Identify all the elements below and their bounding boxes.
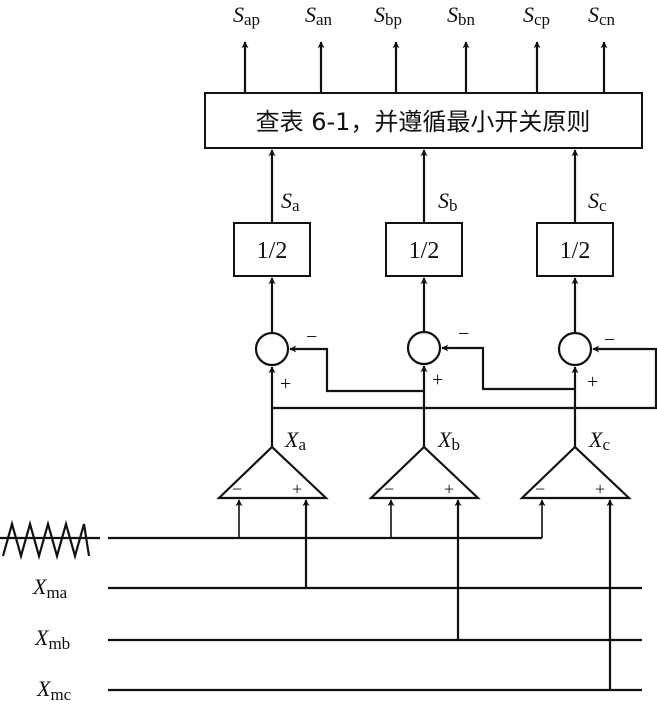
phase-b-chain: Sb 1/2 + − xyxy=(385,149,469,447)
xb-label: Xb xyxy=(437,427,460,454)
comparator-a: Xa − + xyxy=(216,427,329,500)
summer-b-plus: + xyxy=(432,369,443,391)
summer-c-minus: − xyxy=(604,329,615,351)
feedback-b-to-a xyxy=(289,345,424,393)
phase-c-chain: Sc 1/2 + − xyxy=(536,149,615,447)
comparator-b-plus: + xyxy=(444,479,454,499)
sa-label: Sa xyxy=(281,188,300,215)
comparator-b: Xb − + xyxy=(368,427,481,500)
summer-b xyxy=(406,330,442,366)
lookup-table-label: 查表 6-1，并遵循最小开关原则 xyxy=(256,108,591,136)
xmb-label: Xmb xyxy=(34,625,70,653)
sb-label: Sb xyxy=(438,188,458,215)
output-label-scp: Scp xyxy=(523,2,550,29)
xmc-label: Xmc xyxy=(36,676,72,704)
triangle-wave-icon xyxy=(0,519,100,561)
summer-c xyxy=(557,331,593,367)
output-signals: Sap San Sbp Sbn Scp Scn xyxy=(233,2,616,93)
gain-block-b xyxy=(385,222,463,277)
phase-a-chain: Sa 1/2 + − xyxy=(233,149,317,447)
output-label-sap: Sap xyxy=(233,2,260,29)
comparator-input-wiring xyxy=(235,499,614,690)
xa-label: Xa xyxy=(284,427,306,454)
feedback-a-to-c xyxy=(272,345,657,410)
summer-a-plus: + xyxy=(280,373,291,395)
comparator-b-minus: − xyxy=(384,479,394,499)
feedback-wiring xyxy=(272,344,657,410)
feedback-c-to-b xyxy=(441,344,575,391)
gain-label-b: 1/2 xyxy=(409,238,440,264)
output-label-scn: Scn xyxy=(588,2,616,29)
gain-block-c xyxy=(536,222,614,277)
summer-c-plus: + xyxy=(587,371,598,393)
output-label-sbn: Sbn xyxy=(447,2,476,29)
summer-b-minus: − xyxy=(458,323,469,345)
comparator-a-plus: + xyxy=(292,479,302,499)
output-label-san: San xyxy=(305,2,333,29)
output-label-sbp: Sbp xyxy=(374,2,402,29)
gain-label-a: 1/2 xyxy=(257,238,288,264)
xma-label: Xma xyxy=(32,574,68,602)
xc-label: Xc xyxy=(588,427,610,454)
comparator-c: Xc − + xyxy=(519,427,632,500)
comparator-c-minus: − xyxy=(535,479,545,499)
comparator-a-minus: − xyxy=(232,479,242,499)
summer-a xyxy=(254,331,290,367)
sc-label: Sc xyxy=(588,188,607,215)
comparator-c-plus: + xyxy=(595,479,605,499)
gain-block-a xyxy=(233,222,311,277)
input-buses: Xma Xmb Xmc xyxy=(0,519,642,704)
summer-a-minus: − xyxy=(306,326,317,348)
gain-label-c: 1/2 xyxy=(560,238,591,264)
lookup-table-block: 查表 6-1，并遵循最小开关原则 xyxy=(204,92,643,149)
